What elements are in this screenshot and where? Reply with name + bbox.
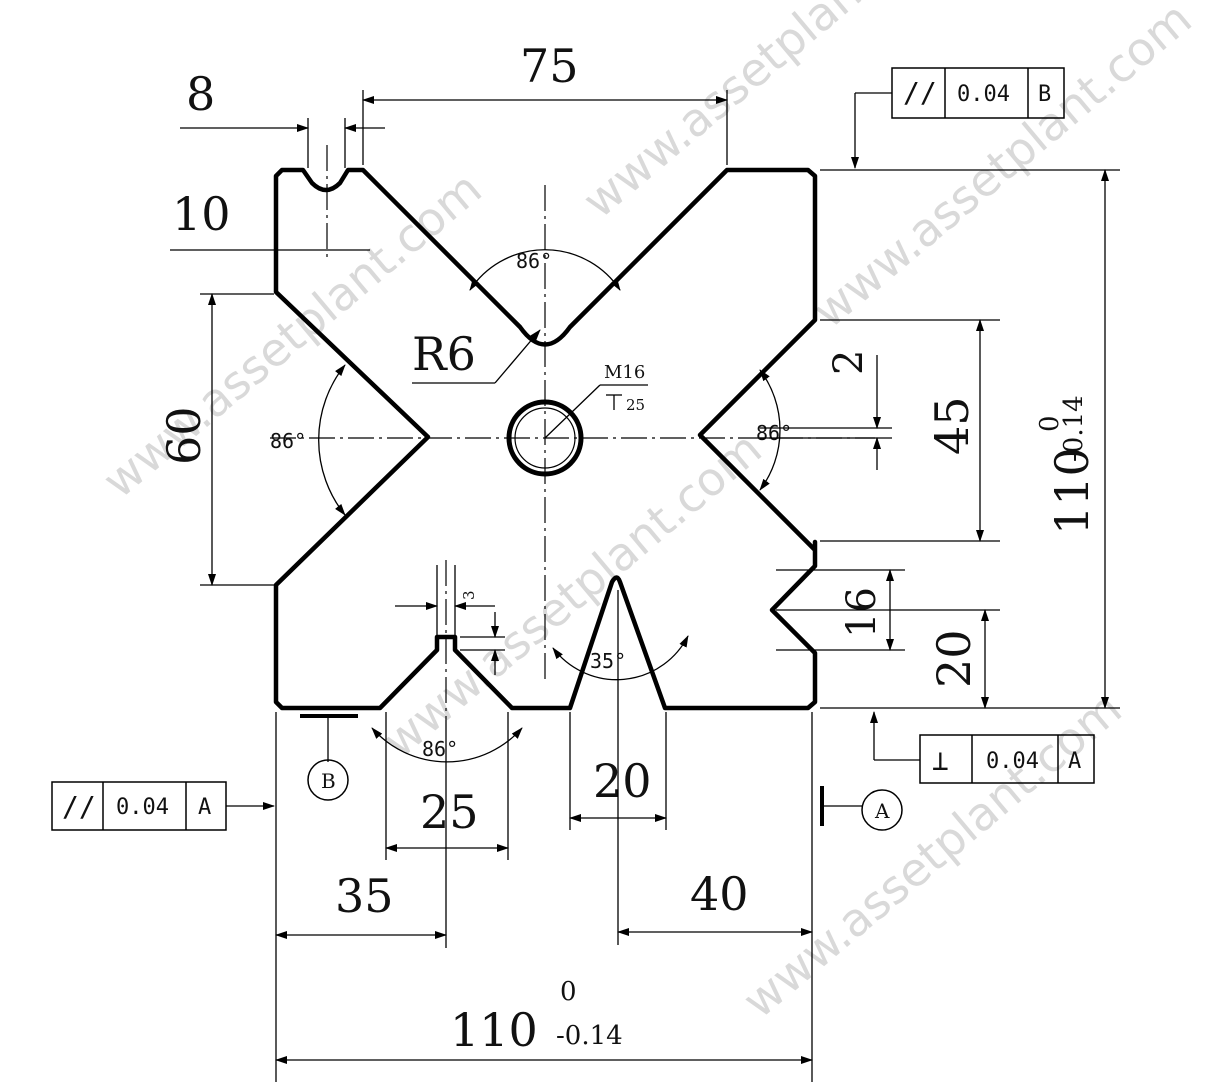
thread-depth-label: 25 bbox=[626, 396, 645, 414]
dim-text-2: 2 bbox=[826, 350, 872, 375]
angle-label-bottom-left: 86° bbox=[422, 737, 458, 761]
dim-text-75: 75 bbox=[520, 39, 579, 93]
leader-r6-arrow bbox=[494, 329, 541, 384]
angle-label-bottom-center: 35° bbox=[590, 649, 626, 673]
dim-text-10: 10 bbox=[172, 187, 231, 241]
watermark-layer: www.assetplant.com www.assetplant.com ww… bbox=[92, 0, 1201, 1028]
bottom-left-angle-arc bbox=[371, 727, 523, 763]
dim-text-40: 40 bbox=[690, 867, 749, 921]
watermark-text: www.assetplant.com bbox=[572, 0, 971, 228]
watermark-text: www.assetplant.com bbox=[732, 681, 1131, 1028]
tol-lower-right: -0.14 bbox=[1059, 395, 1089, 462]
dim-text-35: 35 bbox=[335, 869, 394, 923]
fcf-symbol: // bbox=[903, 76, 937, 109]
bottom-center-angle-arc bbox=[552, 635, 689, 681]
fcf-symbol: ⊥ bbox=[932, 744, 949, 777]
fcf-datum: A bbox=[1068, 749, 1081, 774]
fcf-datum: A bbox=[198, 795, 211, 820]
datum-a-label: A bbox=[874, 799, 890, 823]
fcf-symbol: // bbox=[62, 790, 96, 823]
dim-text-20-right: 20 bbox=[927, 629, 981, 688]
dim-text-110-right: 110 bbox=[1045, 447, 1099, 535]
datum-b-circle bbox=[307, 759, 349, 801]
fcf-datum: B bbox=[1038, 82, 1051, 107]
dim-text-60: 60 bbox=[157, 406, 211, 465]
dim-text-20-bottom: 20 bbox=[593, 754, 652, 808]
angle-label-top: 86° bbox=[516, 249, 552, 273]
watermark-text: www.assetplant.com bbox=[802, 0, 1201, 338]
tol-upper-right: 0 bbox=[1035, 415, 1065, 432]
dim-text-3: 3 bbox=[460, 590, 478, 600]
dim-text-8: 8 bbox=[186, 67, 215, 121]
dim-text-25: 25 bbox=[420, 785, 479, 839]
angle-label-left: 86° bbox=[270, 429, 306, 453]
fcf-value: 0.04 bbox=[957, 82, 1010, 107]
dim-text-110-bottom: 110 bbox=[450, 1003, 538, 1057]
fcf-top-right: // 0.04 B bbox=[891, 67, 1065, 119]
fcf-left: // 0.04 A bbox=[51, 781, 227, 831]
dim-text-45: 45 bbox=[925, 396, 979, 455]
dim-text-16: 16 bbox=[839, 587, 885, 638]
thread-label: M16 bbox=[604, 362, 645, 383]
datum-b-label: B bbox=[321, 769, 336, 793]
watermark-text: www.assetplant.com bbox=[372, 421, 771, 768]
left-angle-arc bbox=[318, 364, 346, 516]
right-angle-arc bbox=[759, 369, 781, 491]
top-angle-arc bbox=[469, 249, 621, 291]
tol-upper-bottom: 0 bbox=[560, 977, 577, 1007]
fcf-value: 0.04 bbox=[116, 795, 169, 820]
fcf-value: 0.04 bbox=[986, 749, 1039, 774]
leader-m16 bbox=[544, 384, 601, 439]
part-outline bbox=[273, 167, 818, 711]
tol-lower-bottom: -0.14 bbox=[556, 1021, 623, 1051]
datum-a-circle bbox=[861, 789, 903, 831]
fcf-bottom-right: ⊥ 0.04 A bbox=[919, 734, 1095, 784]
dim-text-r6: R6 bbox=[412, 327, 476, 381]
angle-label-right: 86° bbox=[756, 421, 792, 445]
